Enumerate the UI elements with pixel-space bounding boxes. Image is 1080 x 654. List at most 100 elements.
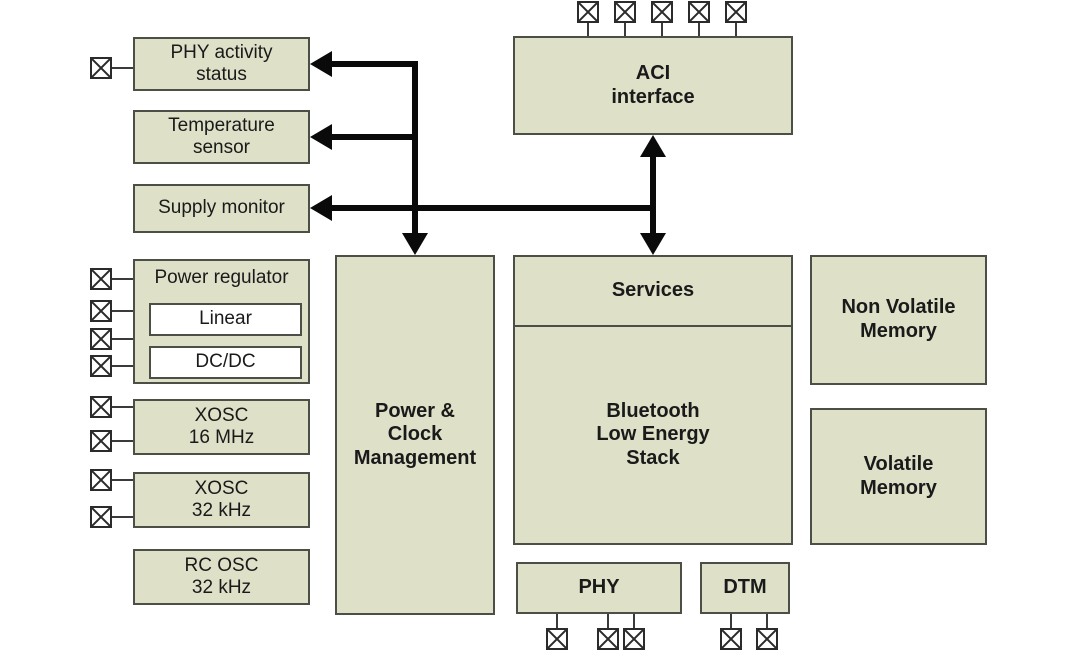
- xosc16-pin-1-lead: [112, 406, 135, 408]
- power-regulator-pin-4: [90, 355, 112, 377]
- phy-activity-pin-lead: [112, 67, 135, 69]
- xosc32-pin-2: [90, 506, 112, 528]
- bus-to-supply-monitor: [330, 205, 656, 211]
- aci-pin-4-lead: [698, 23, 700, 37]
- power-regulator-title: Power regulator: [135, 261, 308, 289]
- block-services[interactable]: Services: [515, 257, 791, 325]
- block-ble-stack-container[interactable]: Services Bluetooth Low Energy Stack: [513, 255, 793, 545]
- aci-pin-1: [577, 1, 599, 23]
- power-regulator-pin-1: [90, 268, 112, 290]
- xosc16-line1: XOSC: [194, 404, 249, 426]
- phy-activity-line1: PHY activity: [170, 41, 273, 63]
- bus-aci-to-services: [650, 145, 656, 247]
- phy-pin-2-lead: [607, 614, 609, 630]
- block-rc-osc-32khz[interactable]: RC OSC 32 kHz: [133, 549, 310, 605]
- block-power-regulator-dcdc[interactable]: DC/DC: [149, 346, 302, 379]
- block-dtm[interactable]: DTM: [700, 562, 790, 614]
- block-supply-monitor[interactable]: Supply monitor: [133, 184, 310, 233]
- linear-label: Linear: [199, 308, 252, 330]
- xosc16-label: XOSC 16 MHz: [135, 405, 308, 450]
- arrow-up-to-aci-interface: [640, 135, 666, 157]
- aci-pin-4: [688, 1, 710, 23]
- xosc16-pin-2: [90, 430, 112, 452]
- xosc16-line2: 16 MHz: [188, 427, 255, 448]
- power-clock-line2: Clock: [387, 423, 443, 446]
- temperature-sensor-label: Temperature sensor: [135, 115, 308, 160]
- power-regulator-pin-2-lead: [112, 310, 135, 312]
- temperature-line2: sensor: [192, 137, 251, 158]
- block-phy[interactable]: PHY: [516, 562, 682, 614]
- non-volatile-memory-label: Non Volatile Memory: [812, 296, 985, 343]
- phy-pin-2: [597, 628, 619, 650]
- xosc16-pin-2-lead: [112, 440, 135, 442]
- phy-pin-1: [546, 628, 568, 650]
- dcdc-label: DC/DC: [195, 351, 256, 373]
- xosc32-pin-2-lead: [112, 516, 135, 518]
- dtm-pin-2: [756, 628, 778, 650]
- vm-line2: Memory: [860, 476, 937, 499]
- block-power-regulator-linear[interactable]: Linear: [149, 303, 302, 336]
- phy-activity-pin: [90, 57, 112, 79]
- block-xosc-16mhz[interactable]: XOSC 16 MHz: [133, 399, 310, 455]
- ble-stack-line1: Bluetooth: [606, 399, 700, 422]
- rc-osc-label: RC OSC 32 kHz: [135, 555, 308, 600]
- block-power-clock-management[interactable]: Power & Clock Management: [335, 255, 495, 615]
- block-non-volatile-memory[interactable]: Non Volatile Memory: [810, 255, 987, 385]
- ble-stack-line3: Stack: [626, 446, 680, 469]
- aci-pin-3: [651, 1, 673, 23]
- arrow-to-phy-activity: [310, 51, 332, 77]
- aci-pin-5-lead: [735, 23, 737, 37]
- dtm-pin-1: [720, 628, 742, 650]
- block-temperature-sensor[interactable]: Temperature sensor: [133, 110, 310, 164]
- rc-osc-line1: RC OSC: [184, 554, 259, 576]
- arrow-to-temperature-sensor: [310, 124, 332, 150]
- power-regulator-pin-4-lead: [112, 365, 135, 367]
- bus-trunk-vertical: [412, 61, 418, 234]
- power-regulator-pin-3: [90, 328, 112, 350]
- phy-pin-3: [623, 628, 645, 650]
- phy-pin-1-lead: [556, 614, 558, 630]
- power-regulator-pin-3-lead: [112, 338, 135, 340]
- aci-pin-2: [614, 1, 636, 23]
- power-clock-management-label: Power & Clock Management: [337, 400, 493, 471]
- dtm-pin-1-lead: [730, 614, 732, 630]
- block-xosc-32khz[interactable]: XOSC 32 kHz: [133, 472, 310, 528]
- supply-monitor-label: Supply monitor: [158, 197, 285, 219]
- ble-stack-line2: Low Energy: [596, 423, 710, 446]
- temperature-line1: Temperature: [168, 114, 275, 136]
- volatile-memory-label: Volatile Memory: [812, 453, 985, 500]
- bus-to-phy-activity: [330, 61, 415, 67]
- rc-osc-line2: 32 kHz: [191, 577, 252, 598]
- arrow-to-power-clock-management: [402, 233, 428, 255]
- aci-interface-label: ACI interface: [515, 62, 791, 109]
- power-regulator-label: Power regulator: [154, 267, 289, 288]
- aci-label-line2: interface: [611, 85, 695, 108]
- bus-to-temperature-sensor: [330, 134, 415, 140]
- power-clock-line1: Power &: [374, 399, 456, 422]
- aci-label-line1: ACI: [635, 61, 671, 84]
- block-aci-interface[interactable]: ACI interface: [513, 36, 793, 135]
- aci-pin-3-lead: [661, 23, 663, 37]
- phy-activity-status-label: PHY activity status: [135, 42, 308, 87]
- dtm-pin-2-lead: [766, 614, 768, 630]
- xosc16-pin-1: [90, 396, 112, 418]
- power-clock-line3: Management: [353, 446, 477, 469]
- block-power-regulator[interactable]: Power regulator Linear DC/DC: [133, 259, 310, 384]
- aci-pin-1-lead: [587, 23, 589, 37]
- block-bluetooth-low-energy-stack[interactable]: Bluetooth Low Energy Stack: [515, 327, 791, 543]
- power-regulator-pin-1-lead: [112, 278, 135, 280]
- block-volatile-memory[interactable]: Volatile Memory: [810, 408, 987, 545]
- power-regulator-pin-2: [90, 300, 112, 322]
- ble-stack-label: Bluetooth Low Energy Stack: [596, 400, 709, 471]
- phy-label: PHY: [578, 576, 620, 599]
- dtm-label: DTM: [723, 576, 767, 599]
- arrow-down-to-services: [640, 233, 666, 255]
- vm-line1: Volatile: [863, 452, 934, 475]
- xosc32-line2: 32 kHz: [191, 500, 252, 521]
- block-phy-activity-status[interactable]: PHY activity status: [133, 37, 310, 91]
- xosc32-label: XOSC 32 kHz: [135, 478, 308, 523]
- nvm-line2: Memory: [860, 320, 937, 342]
- aci-pin-5: [725, 1, 747, 23]
- arrow-to-supply-monitor: [310, 195, 332, 221]
